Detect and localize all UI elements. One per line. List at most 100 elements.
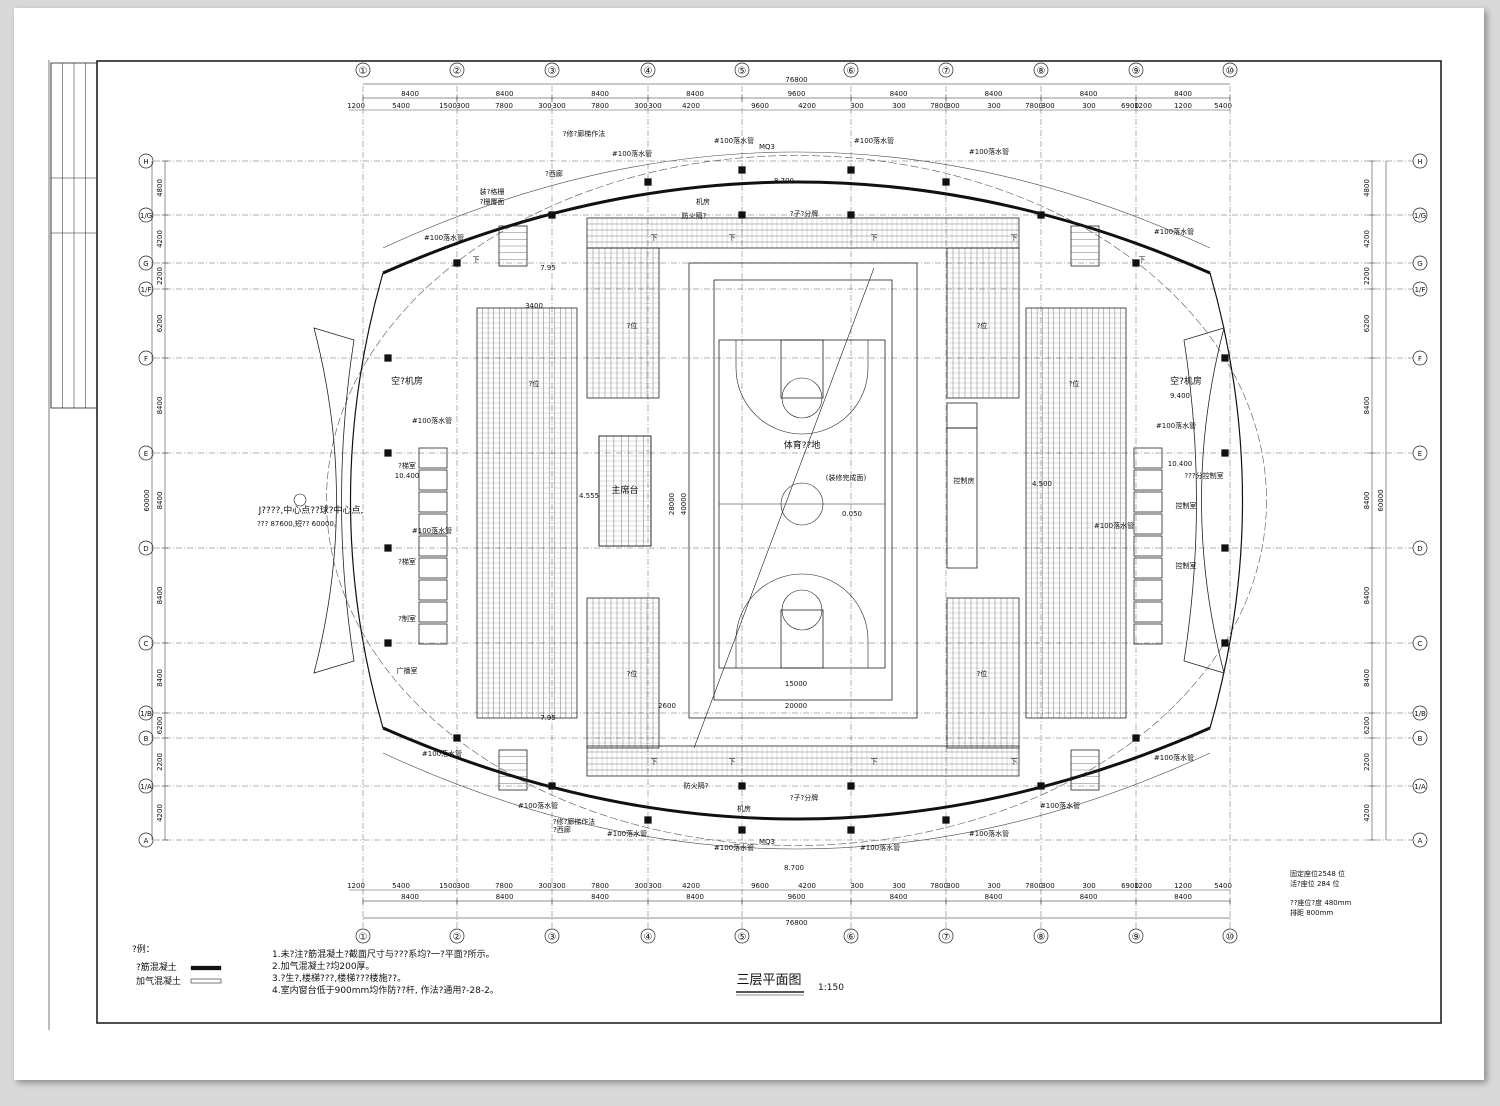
downpipe-label: #100落水管 <box>612 149 652 158</box>
stair-room-label: ?梯室 <box>398 461 416 470</box>
grid-row-label-right: 1/A <box>1414 783 1426 791</box>
grid-bubble-left <box>138 778 154 794</box>
dim-top-sub-label: 300 <box>538 102 551 110</box>
drawing-border <box>96 60 1442 1024</box>
grid-bubble-bottom <box>938 928 954 944</box>
grid-bubble-right <box>1412 153 1428 169</box>
service-room-right <box>1133 623 1163 645</box>
grid-row-label-left: 1/F <box>141 286 152 294</box>
court-note-label: (装修完成面) <box>826 473 867 482</box>
structural-column <box>453 734 461 742</box>
service-room-right <box>1133 535 1163 557</box>
facade-wing-left <box>313 327 355 674</box>
outer-wall-top <box>382 180 1211 275</box>
dim-bottom-sub-label: 5400 <box>1214 882 1232 890</box>
grid-bubble-top <box>734 62 750 78</box>
dim-top-axis-label: 8400 <box>591 90 609 98</box>
seat-label-left: ?位 <box>529 379 540 388</box>
grid-bubble-bottom <box>734 928 750 944</box>
grid-row-label-left: B <box>144 735 149 743</box>
dim-top-sub-label: 300 <box>1041 102 1054 110</box>
up-arrow-label: 下 <box>729 234 736 242</box>
grid-row-label-right: 1/F <box>1415 286 1426 294</box>
structural-column <box>384 544 392 552</box>
grid-bubble-right <box>1412 540 1428 556</box>
level-4555: 4.555 <box>579 492 599 500</box>
level-8700-top: 8.700 <box>774 177 794 185</box>
left-ac-room-label: 空?机房 <box>391 375 423 387</box>
dim-bottom-sub-label: 5400 <box>392 882 410 890</box>
dim-top-total-label: 76800 <box>785 76 807 84</box>
dim-left-total-label: 60000 <box>143 489 151 511</box>
seat-label-right-top: ?位 <box>977 321 988 330</box>
service-room-left <box>418 469 448 491</box>
service-room-left <box>418 491 448 513</box>
fire-door-bottom-label: 防火隔? <box>684 781 709 790</box>
dim-right-axis-label: 4800 <box>1363 179 1371 197</box>
level-4500: 4.500 <box>1032 480 1052 488</box>
structural-column <box>1132 259 1140 267</box>
dim-bottom-sub-label: 300 <box>850 882 863 890</box>
grid-col-label-bottom: ⑩ <box>1226 932 1235 943</box>
downpipe-label: #100落水管 <box>422 749 462 758</box>
service-room-left <box>418 579 448 601</box>
grid-bubble-bottom <box>843 928 859 944</box>
grid-bubble-right <box>1412 350 1428 366</box>
top-left-note: 装?格栅 <box>480 187 505 196</box>
outer-wall-right <box>1209 272 1244 729</box>
dim-top-sub-label: 1200 <box>347 102 365 110</box>
service-room-left <box>418 557 448 579</box>
dim-bottom-sub-label: 4200 <box>798 882 816 890</box>
legend-rc-swatch <box>190 965 222 971</box>
ellipse-outline-outer <box>326 155 1267 846</box>
dim-top-axis-label: 8400 <box>686 90 704 98</box>
stair-room-label-2: ?梯室 <box>398 557 416 566</box>
dim-bottom-sub-label: 300 <box>634 882 647 890</box>
dim-bottom-axis-label: 8400 <box>1080 893 1098 901</box>
structural-column <box>847 782 855 790</box>
dim-bottom-axis-label: 8400 <box>591 893 609 901</box>
dim-bottom-sub-label: 300 <box>1041 882 1054 890</box>
mq-label-top: MQ3 <box>759 143 775 151</box>
level-10400-right: 10.400 <box>1168 460 1193 468</box>
dim-top-sub-label: 7800 <box>930 102 948 110</box>
dim-bottom-sub-label: 7800 <box>495 882 513 890</box>
machine-room-top-label: 机房 <box>696 197 710 206</box>
structural-column <box>738 166 746 174</box>
dim-top-sub-label: 7800 <box>495 102 513 110</box>
dim-bottom-sub-label: 300 <box>892 882 905 890</box>
downpipe-label: #100落水管 <box>969 147 1009 156</box>
grid-col-label-bottom: ⑧ <box>1037 932 1046 943</box>
dim-40000: 40000 <box>680 493 688 515</box>
dim-bottom-sub-label: 9600 <box>751 882 769 890</box>
grid-row-label-left: 1/G <box>140 212 152 220</box>
grid-bubble-left <box>138 540 154 556</box>
grid-bubble-bottom <box>1222 928 1238 944</box>
grid-bubble-right <box>1412 445 1428 461</box>
dim-left-axis-label: 4800 <box>156 179 164 197</box>
dim-top-sub-label: 300 <box>987 102 1000 110</box>
grid-bubble-bottom <box>355 928 371 944</box>
grid-bubble-bottom <box>1033 928 1049 944</box>
top-left-note-2: ?栅覆面 <box>480 197 505 206</box>
service-room-left <box>418 513 448 535</box>
grid-row-label-left: F <box>144 355 148 363</box>
seat-label-right-bottom: ?位 <box>977 669 988 678</box>
grid-row-label-right: H <box>1417 158 1422 166</box>
dim-top-sub-label: 300 <box>456 102 469 110</box>
grid-bubble-bottom <box>640 928 656 944</box>
dim-right-axis-label: 8400 <box>1363 669 1371 687</box>
mq-label-bottom: MQ3 <box>759 838 775 846</box>
structural-column <box>384 354 392 362</box>
structural-column <box>738 826 746 834</box>
grid-col-label-top: ③ <box>548 66 557 77</box>
dim-left-axis-label: 2200 <box>156 267 164 285</box>
legend-title: ?例： <box>132 943 155 955</box>
grid-bubble-left <box>138 153 154 169</box>
grid-bubble-top <box>1222 62 1238 78</box>
dim-top-axis-label: 8400 <box>985 90 1003 98</box>
stage-frame <box>598 435 652 547</box>
structural-column <box>1037 211 1045 219</box>
seat-stat-row: 排距 800mm <box>1290 908 1333 917</box>
